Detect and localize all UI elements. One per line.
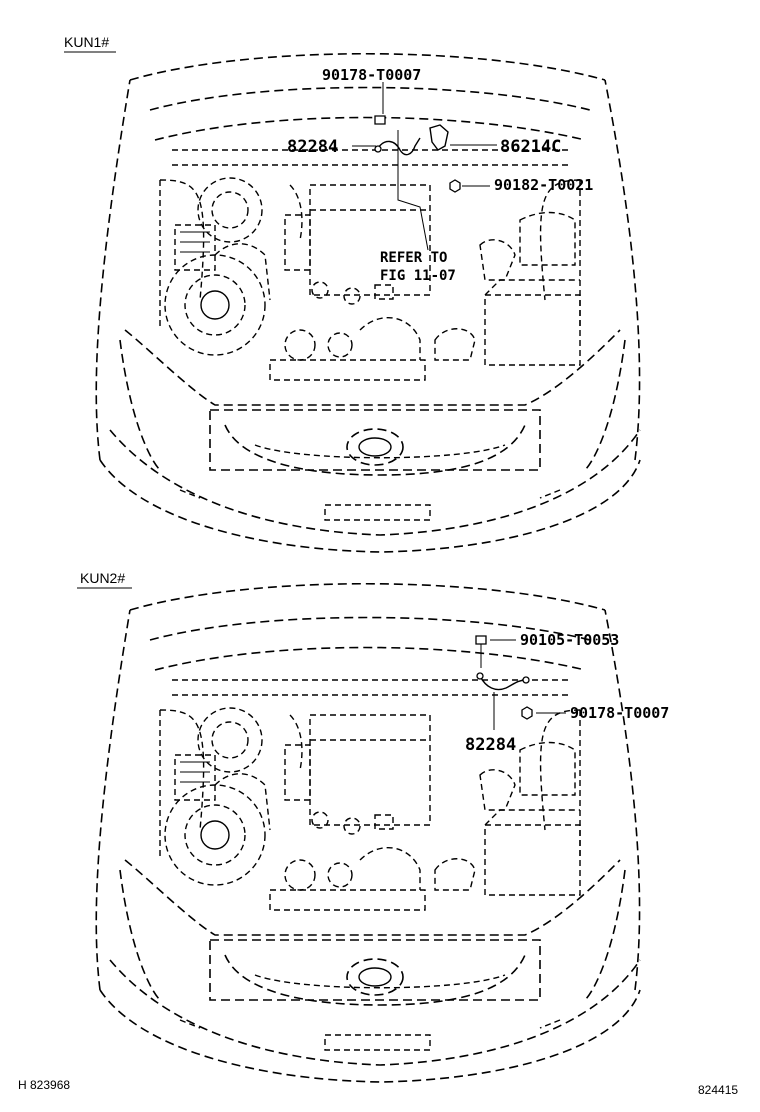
footer-right-code: 824415 (698, 1083, 738, 1097)
connector-82284-kun2-b (522, 676, 530, 684)
refer-to-line1: REFER TO (380, 250, 447, 266)
callout-86214C-kun1: 86214C (500, 137, 561, 157)
panel-kun1: KUN1# 90178-T0007 82284 86214C 90182-T00… (64, 34, 641, 553)
engine-bay-drawing-kun1 (95, 52, 641, 553)
variant-label-kun2: KUN2# (80, 570, 125, 586)
wire-harness-82284-kun1 (377, 137, 421, 156)
footer-left-code: H 823968 (18, 1078, 70, 1092)
callout-82284-kun2: 82284 (465, 735, 516, 755)
callout-90182-T0021-kun1: 90182-T0021 (494, 176, 593, 194)
panel-kun2: KUN2# 90105-T0053 90178-T0007 82284 (77, 570, 669, 1083)
variant-label-kun1: KUN1# (64, 34, 109, 50)
wire-harness-82284-kun2 (479, 675, 527, 691)
connector-82284-kun2-a (476, 672, 484, 680)
leader-refer-kun1 (397, 130, 429, 251)
callout-82284-kun1: 82284 (287, 137, 338, 157)
refer-to-line2: FIG 11-07 (380, 268, 456, 284)
nut-icon-90178-kun2 (521, 706, 533, 720)
callout-90178-T0007-kun2: 90178-T0007 (570, 704, 669, 722)
engine-bay-drawing-kun2 (95, 582, 641, 1083)
callout-90105-T0053-kun2: 90105-T0053 (520, 631, 619, 649)
bracket-icon-86214c-kun1 (429, 124, 449, 151)
nut-icon-90182-kun1 (449, 179, 461, 193)
connector-82284-kun1 (374, 145, 382, 153)
bolt-icon-90105-kun2 (475, 635, 487, 645)
bolt-icon-90178-kun1 (374, 115, 386, 125)
callout-90178-T0007-kun1: 90178-T0007 (322, 66, 421, 84)
